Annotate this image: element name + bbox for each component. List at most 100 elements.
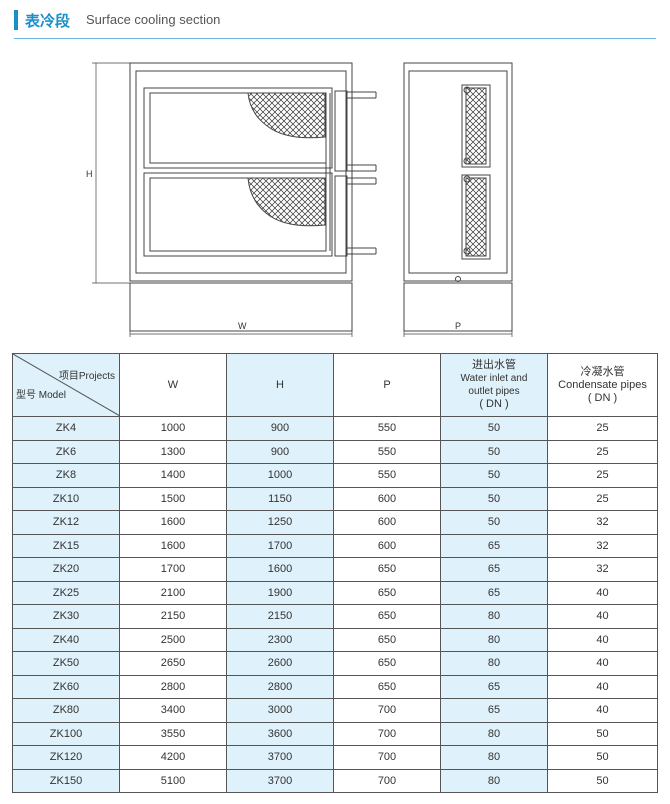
condensate-pipes-dn: ( DN ) [587, 391, 618, 404]
water-pipe-cell: 65 [440, 674, 548, 699]
model-cell: ZK12 [12, 510, 120, 535]
surface-cooling-drawing: H W P [86, 62, 513, 337]
condensate-pipe-cell: 32 [547, 510, 658, 535]
condensate-pipe-cell: 25 [547, 463, 658, 488]
model-cell: ZK60 [12, 674, 120, 699]
water-pipe-cell: 80 [440, 768, 548, 793]
w-cell: 2150 [119, 604, 227, 629]
model-cell: ZK40 [12, 627, 120, 652]
h-cell: 1900 [226, 580, 334, 605]
header-divider [14, 38, 656, 39]
condensate-pipe-cell: 40 [547, 674, 658, 699]
lower-header-pipe [334, 175, 348, 257]
col-header-condensate-pipes: 冷凝水管 Condensate pipes ( DN ) [547, 353, 658, 417]
condensate-pipe-cell: 40 [547, 698, 658, 723]
w-cell: 1600 [119, 510, 227, 535]
water-pipe-cell: 50 [440, 463, 548, 488]
header-accent-bar [14, 10, 18, 30]
upper-fin-mesh [247, 92, 326, 139]
h-cell: 3700 [226, 745, 334, 770]
w-cell: 1600 [119, 533, 227, 558]
condensate-pipe-cell: 50 [547, 745, 658, 770]
h-cell: 2300 [226, 627, 334, 652]
p-cell: 550 [333, 463, 441, 488]
front-view [92, 62, 377, 337]
condensate-pipe-cell: 32 [547, 533, 658, 558]
h-cell: 3600 [226, 721, 334, 746]
depth-dimension-label: P [455, 321, 461, 331]
water-pipe-cell: 50 [440, 510, 548, 535]
corner-diagonal-line [13, 354, 120, 416]
p-cell: 700 [333, 768, 441, 793]
model-cell: ZK50 [12, 651, 120, 676]
condensate-pipes-cn: 冷凝水管 [580, 365, 625, 378]
section-title-en: Surface cooling section [86, 12, 221, 27]
h-cell: 3700 [226, 768, 334, 793]
condensate-pipe-cell: 40 [547, 651, 658, 676]
w-cell: 2100 [119, 580, 227, 605]
w-cell: 1300 [119, 439, 227, 464]
upper-coil-frame [143, 87, 333, 169]
water-pipe-cell: 65 [440, 698, 548, 723]
water-pipe-cell: 65 [440, 557, 548, 582]
w-cell: 1400 [119, 463, 227, 488]
condensate-pipe-cell: 32 [547, 557, 658, 582]
front-inner-frame [135, 70, 347, 274]
h-cell: 1600 [226, 557, 334, 582]
water-pipe-cell: 50 [440, 439, 548, 464]
model-cell: ZK20 [12, 557, 120, 582]
lower-coil-frame [143, 172, 333, 257]
water-pipe-cell: 50 [440, 416, 548, 441]
side-upper-coil [461, 84, 491, 168]
water-pipe-cell: 65 [440, 533, 548, 558]
p-cell: 650 [333, 604, 441, 629]
side-pipe-port-1 [463, 86, 471, 94]
section-header: 表冷段 Surface cooling section [14, 8, 656, 39]
table-header-row: 项目Projects 型号 Model W H P 进出水管 Water inl… [12, 353, 658, 417]
side-view [403, 62, 513, 337]
side-lower-coil [461, 174, 491, 260]
corner-projects-label: 项目Projects [58, 371, 115, 382]
p-cell: 650 [333, 651, 441, 676]
w-cell: 2800 [119, 674, 227, 699]
h-cell: 2600 [226, 651, 334, 676]
section-title-cn: 表冷段 [25, 13, 71, 30]
condensate-pipe-cell: 40 [547, 627, 658, 652]
model-cell: ZK120 [12, 745, 120, 770]
h-cell: 900 [226, 439, 334, 464]
model-cell: ZK15 [12, 533, 120, 558]
side-pipe-port-2 [463, 157, 471, 165]
side-inner-frame [408, 70, 508, 274]
p-cell: 700 [333, 721, 441, 746]
water-pipe-cell: 50 [440, 486, 548, 511]
water-pipes-en-1: Water inlet and [460, 373, 528, 384]
upper-header-pipe [334, 90, 348, 172]
water-pipe-cell: 80 [440, 651, 548, 676]
spec-table: 项目Projects 型号 Model W H P 进出水管 Water inl… [12, 353, 658, 793]
corner-header-cell: 项目Projects 型号 Model [12, 353, 120, 417]
water-pipes-en-2: outlet pipes [468, 386, 520, 397]
p-cell: 700 [333, 745, 441, 770]
side-pipe-port-3 [463, 175, 471, 183]
model-cell: ZK6 [12, 439, 120, 464]
height-dimension-label: H [86, 169, 93, 179]
col-header-p: P [333, 353, 441, 417]
h-cell: 1150 [226, 486, 334, 511]
p-cell: 600 [333, 533, 441, 558]
model-cell: ZK150 [12, 768, 120, 793]
water-pipe-cell: 80 [440, 745, 548, 770]
water-pipe-cell: 80 [440, 604, 548, 629]
p-cell: 550 [333, 416, 441, 441]
condensate-pipe-cell: 50 [547, 721, 658, 746]
